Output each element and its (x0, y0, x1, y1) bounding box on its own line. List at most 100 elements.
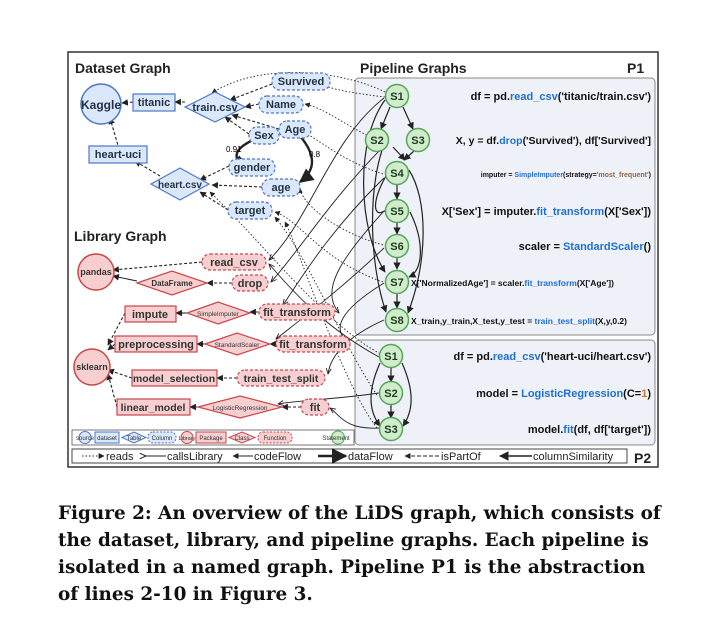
pipeline-graphs-title: Pipeline Graphs (360, 60, 467, 76)
column-node-survived: Survived (271, 72, 331, 91)
p1-statement-node-s4: S4 (384, 160, 410, 186)
p1-statement-node-s5: S5 (384, 198, 410, 224)
column-node-name: Name (258, 95, 304, 114)
node-legend: source dataset Table Column Library Pack… (71, 429, 355, 446)
p1-statement-node-s1: S1 (384, 83, 410, 109)
p1-statement-label-s1: S1 (390, 91, 403, 103)
age-label: age (272, 182, 291, 194)
p1-statement-node-s7: S7 (384, 269, 410, 295)
p1-code-line-s8: X_train,y_train,X_test,y_test = train_te… (411, 316, 627, 326)
train-test-split-label: train_test_split (244, 373, 319, 385)
p1-code-line-s1: df = pd.read_csv('titanic/train.csv') (471, 91, 652, 103)
source-node-kaggle: Kaggle (80, 83, 122, 125)
p1-code-line-s5: X['Sex'] = imputer.fit_transform(X['Sex'… (442, 206, 652, 218)
legend-function: Function (257, 431, 293, 444)
preprocessing-label: preprocessing (118, 339, 194, 351)
column-node-gender: gender (228, 158, 276, 177)
p1-code-line-s6: scaler = StandardScaler() (519, 241, 652, 253)
p1-statement-label-s8: S8 (390, 315, 403, 327)
p1-edges (363, 99, 424, 314)
legend-source-label: source (76, 436, 95, 442)
function-node-fit-transform-1: fit_transform (258, 303, 336, 321)
fit-label: fit (310, 402, 321, 414)
legend-function-label: Function (263, 436, 286, 442)
legend-class: Class (227, 431, 257, 444)
legend-dataset-label: dataset (97, 436, 117, 442)
library-graph-title: Library Graph (74, 228, 167, 244)
pandas-label: pandas (80, 267, 112, 277)
legend-reads: reads (106, 451, 134, 463)
p2-statement-label-s1: S1 (384, 351, 397, 363)
dataset-edges (108, 83, 315, 211)
dataset-node-heart-uci: heart-uci (88, 145, 148, 164)
class-node-logisticregression: LogisticRegression (195, 395, 285, 419)
legend-data-flow: dataFlow (348, 451, 393, 463)
p2-statement-label-s3: S3 (384, 424, 397, 436)
p1-statement-node-s2: S2 (364, 127, 390, 153)
legend-package-label: Package (199, 436, 223, 442)
p2-code-line-s3: model.fit(df, df['target']) (528, 424, 652, 436)
p2-code-line-s2: model = LogisticRegression(C=1) (476, 388, 651, 400)
p1-label: P1 (627, 60, 644, 76)
heart-uci-label: heart-uci (95, 149, 141, 161)
p1-code-line-s3: X, y = df.drop('Survived'), df['Survived… (456, 135, 651, 147)
drop-label: drop (238, 278, 263, 290)
fit-transform-2-label: fit_transform (279, 339, 347, 351)
table-node-train-csv: train.csv (183, 91, 247, 123)
legend-column: Column (147, 431, 177, 444)
legend-column-label: Column (152, 436, 173, 442)
p2-statement-label-s2: S2 (384, 388, 397, 400)
train-csv-label: train.csv (192, 102, 238, 114)
titanic-label: titanic (138, 97, 170, 109)
legend-column-similarity: columnSimilarity (533, 451, 614, 463)
legend-code-flow: codeFlow (254, 451, 301, 463)
similarity-weight-1: 0.91 (226, 145, 242, 154)
target-label: target (235, 205, 266, 217)
table-node-heart-csv: heart.csv (149, 167, 211, 201)
legend-package: Package (195, 431, 227, 444)
linear-model-label: linear_model (121, 402, 186, 414)
legend-dataset: dataset (94, 431, 120, 444)
p1-statement-label-s7: S7 (390, 277, 403, 289)
library-node-sklearn: sklearn (73, 348, 111, 386)
dataset-graph-title: Dataset Graph (75, 60, 171, 76)
function-node-drop: drop (231, 274, 269, 292)
lids-graph-diagram: Dataset Graph Library Graph Pipeline Gra… (67, 51, 659, 468)
function-node-read-csv: read_csv (201, 253, 267, 271)
package-node-preprocessing: preprocessing (114, 335, 198, 353)
p2-edges (370, 362, 412, 427)
name-label: Name (266, 99, 296, 111)
p2-statement-node-s1: S1 (378, 343, 404, 369)
p1-statement-label-s5: S5 (390, 206, 403, 218)
sex-label: Sex (254, 130, 274, 142)
function-node-fit: fit (300, 398, 330, 416)
survived-label: Survived (278, 76, 324, 88)
p1-code-line-s7: X['NormalizedAge'] = scaler.fit_transfor… (411, 278, 614, 288)
package-node-linear-model: linear_model (116, 398, 191, 416)
class-node-dataframe: DataFrame (135, 270, 209, 296)
function-node-train-test-split: train_test_split (236, 369, 326, 387)
package-node-model-selection: model_selection (131, 369, 218, 387)
p1-statement-label-s3: S3 (411, 135, 424, 147)
p1-statement-label-s6: S6 (390, 241, 403, 253)
figure-caption: Figure 2: An overview of the LiDS graph,… (58, 503, 661, 605)
class-node-simpleimputer: SimpleImputer (185, 301, 252, 325)
p1-statement-label-s2: S2 (370, 135, 383, 147)
edge-legend: reads callsLibrary codeFlow dataFlow isP… (71, 448, 628, 464)
function-node-fit-transform-2: fit_transform (275, 335, 351, 353)
dataframe-label: DataFrame (151, 279, 193, 288)
package-node-impute: impute (124, 305, 177, 323)
p1-code-line-s4: imputer = SimpleImputer(strategy='most_f… (481, 172, 651, 179)
model-selection-label: model_selection (133, 373, 215, 385)
read-csv-label: read_csv (210, 257, 259, 269)
legend-calls-library: callsLibrary (167, 451, 223, 463)
dataset-node-titanic: titanic (132, 93, 176, 112)
column-node-age: age (261, 178, 301, 197)
fit-transform-1-label: fit_transform (263, 307, 331, 319)
column-node-sex: Sex (248, 126, 280, 145)
class-node-standardscaler: StandardScaler (203, 332, 272, 356)
legend-class-label: Class (234, 436, 249, 442)
logisticregression-label: LogisticRegression (213, 405, 268, 412)
sklearn-label: sklearn (76, 362, 108, 372)
